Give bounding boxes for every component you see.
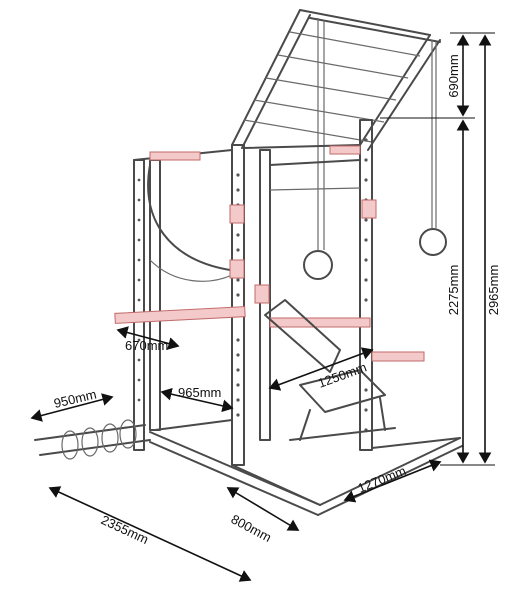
label-inner-width: 965mm <box>178 385 221 400</box>
label-upright-height: 2275mm <box>446 265 461 316</box>
dimension-lines <box>30 32 495 582</box>
gym-rings <box>303 18 447 280</box>
label-overall-length: 2355mm <box>99 512 151 547</box>
label-base-depth: 800mm <box>229 511 274 545</box>
label-base-width: 1270mm <box>356 463 409 496</box>
label-total-height: 2965mm <box>486 265 501 316</box>
monkey-bars <box>231 9 441 151</box>
top-crossbars <box>133 144 361 191</box>
plate-storage <box>34 419 151 460</box>
band-loop <box>149 259 233 282</box>
cable-loop <box>147 164 231 271</box>
rack-base <box>149 419 463 516</box>
safety-arms <box>114 199 425 362</box>
label-bar-depth: 670mm <box>125 338 168 353</box>
rack-uprights <box>133 119 373 466</box>
label-ring-height: 690mm <box>446 54 461 97</box>
